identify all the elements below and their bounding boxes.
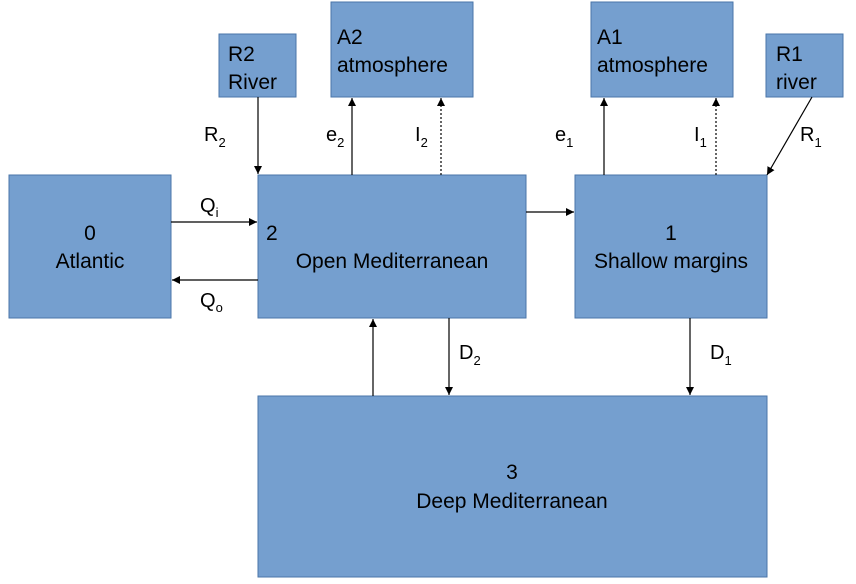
open-med-number: 2: [266, 222, 278, 245]
a2-code: A2: [337, 26, 363, 49]
atlantic-number: 0: [84, 222, 96, 245]
box-r1-river: R1 river: [765, 33, 844, 98]
a1-name: atmosphere: [597, 54, 708, 77]
r2-code: R2: [228, 43, 255, 66]
open-med-name: Open Mediterranean: [296, 250, 489, 273]
r1-code: R1: [776, 43, 803, 66]
label-qi: Qi: [200, 195, 219, 220]
shallow-number: 1: [665, 222, 677, 245]
box-a1-atmosphere: A1 atmosphere: [590, 1, 734, 98]
arrow-r1: [766, 96, 813, 176]
label-qo: Qo: [200, 290, 223, 315]
a2-name: atmosphere: [337, 54, 448, 77]
label-e2: e2: [326, 124, 344, 150]
deep-number: 3: [506, 461, 518, 484]
label-d2: D2: [459, 342, 481, 368]
shallow-name: Shallow margins: [594, 250, 748, 273]
r2-name: River: [228, 71, 277, 94]
label-d1: D1: [710, 342, 732, 368]
label-e1: e1: [555, 124, 573, 150]
box-shallow-margins: 1 Shallow margins: [574, 174, 768, 319]
label-r2: R2: [204, 124, 226, 150]
label-i2: I2: [415, 124, 428, 150]
box-atlantic: 0 Atlantic: [8, 174, 172, 319]
r1-name: river: [776, 71, 817, 94]
box-deep-mediterranean: 3 Deep Mediterranean: [257, 395, 768, 578]
box-open-mediterranean: 2 Open Mediterranean: [257, 174, 527, 319]
box-r2-river: R2 River: [218, 33, 297, 98]
atlantic-name: Atlantic: [56, 250, 125, 273]
deep-name: Deep Mediterranean: [416, 490, 607, 513]
label-r1: R1: [800, 124, 822, 150]
a1-code: A1: [597, 26, 623, 49]
box-a2-atmosphere: A2 atmosphere: [330, 1, 474, 98]
label-i1: I1: [694, 124, 707, 150]
